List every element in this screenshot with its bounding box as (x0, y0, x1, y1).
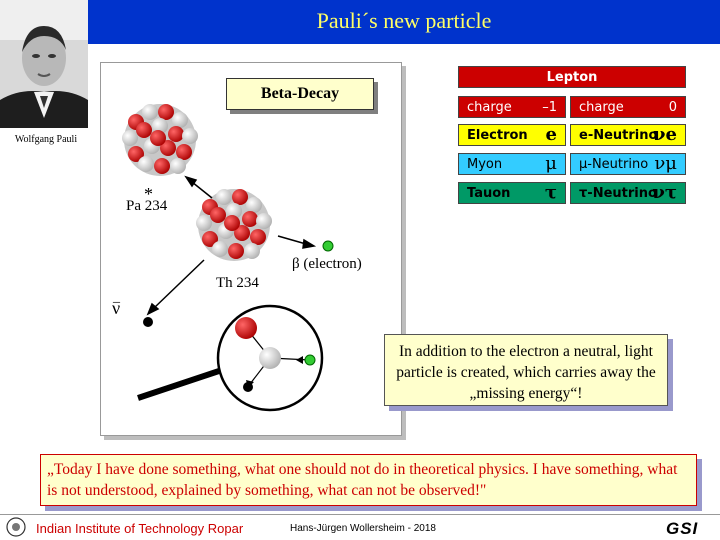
antineutrino-dot (143, 317, 153, 327)
iit-logo-icon (6, 517, 26, 537)
excited-star: * (144, 184, 153, 204)
footer-author: Hans-Jürgen Wollersheim - 2018 (290, 523, 436, 534)
portrait-image (0, 0, 88, 128)
slide-title: Pauli´s new particle (316, 8, 492, 33)
footer-divider (0, 514, 720, 515)
beta-symbol: β (292, 256, 300, 272)
pauli-quote: „Today I have done something, what one s… (40, 454, 697, 506)
nu-symbol: ν (112, 298, 121, 318)
th-234-label: Th 234 (216, 275, 259, 291)
beta-electron-label: β (electron) (292, 256, 362, 273)
gsi-logo: GSI (666, 519, 699, 538)
title-bar (88, 0, 720, 44)
missing-energy-note: In addition to the electron a neutral, l… (384, 334, 668, 406)
pa-nucleus (122, 104, 198, 176)
electron-text: (electron) (299, 256, 362, 272)
magnifier-icon (137, 304, 324, 412)
electron-dot (322, 240, 334, 252)
lepton-header: Lepton (458, 66, 686, 88)
th-nucleus (196, 189, 272, 261)
pa-234-label: Pa 234 (126, 198, 168, 214)
beta-decay-label: Beta-Decay (226, 78, 374, 110)
charge-left-cell: charge–1 (458, 96, 566, 118)
decay-illustration (122, 104, 334, 412)
footer-institute: Indian Institute of Technology Ropar (36, 521, 244, 536)
antineutrino-label: _ ν (112, 290, 121, 318)
portrait-caption: Wolfgang Pauli (14, 134, 78, 145)
